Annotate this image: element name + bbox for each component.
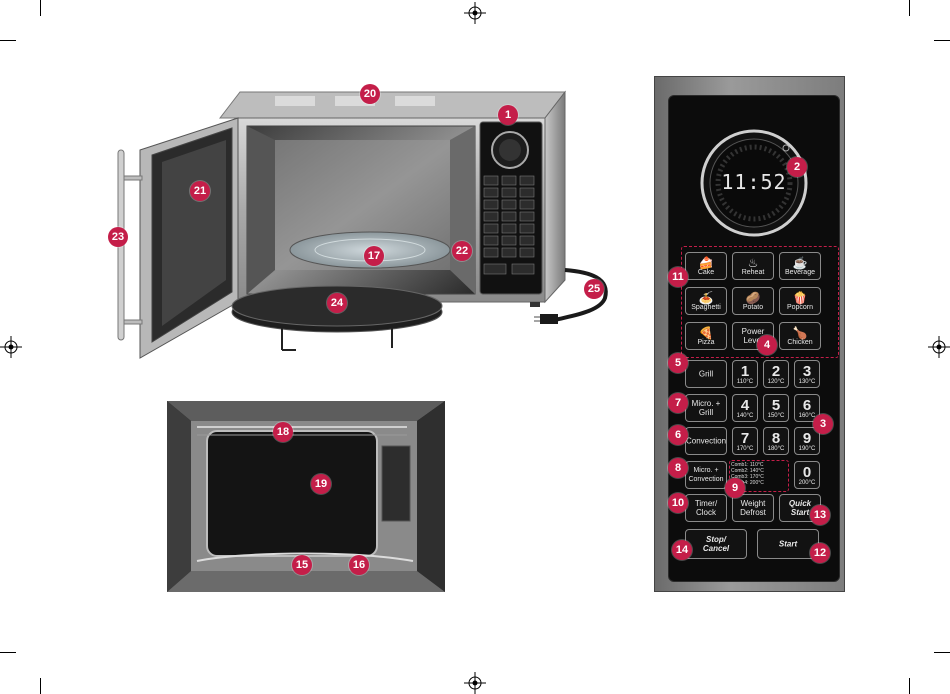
popcorn-icon: 🍿	[792, 291, 808, 305]
micro-grill-button[interactable]: Micro. + Grill	[685, 394, 727, 422]
callout-6: 6	[668, 425, 688, 445]
crop-mark	[0, 652, 16, 653]
start-button[interactable]: Start	[757, 529, 819, 559]
stop-cancel-button[interactable]: Stop/ Cancel	[685, 529, 747, 559]
weight-defrost-button[interactable]: Weight Defrost	[732, 494, 774, 522]
crop-mark	[909, 678, 910, 694]
crop-mark	[40, 0, 41, 16]
callout-1: 1	[498, 105, 518, 125]
number-0-button[interactable]: 0 200°C	[794, 461, 820, 489]
crop-mark	[40, 678, 41, 694]
clock-display: 11:52	[721, 170, 787, 194]
callout-9: 9	[725, 478, 745, 498]
number-3-button[interactable]: 3 130°C	[794, 360, 820, 388]
registration-mark-icon	[464, 2, 486, 24]
callout-14: 14	[672, 540, 692, 560]
callout-10: 10	[668, 493, 688, 513]
control-panel-face: 11:52 🍰 Cake ♨ Reheat ☕ Beverage 🍝 Spagh…	[668, 95, 840, 582]
number-5-button[interactable]: 5 150°C	[763, 394, 789, 422]
registration-mark-icon	[928, 336, 950, 358]
registration-mark-icon	[0, 336, 22, 358]
beverage-button[interactable]: ☕ Beverage	[779, 252, 821, 280]
callout-17: 17	[364, 246, 384, 266]
crop-mark	[934, 40, 950, 41]
grill-button[interactable]: Grill	[685, 360, 727, 388]
number-8-button[interactable]: 8 180°C	[763, 427, 789, 455]
callout-18: 18	[273, 422, 293, 442]
callout-21: 21	[190, 181, 210, 201]
crop-mark	[934, 652, 950, 653]
potato-icon: 🥔	[745, 291, 761, 305]
display-ring	[700, 129, 808, 237]
crop-mark	[0, 40, 16, 41]
convection-button[interactable]: Convection	[685, 427, 727, 455]
spaghetti-button[interactable]: 🍝 Spaghetti	[685, 287, 727, 315]
popcorn-button[interactable]: 🍿 Popcorn	[779, 287, 821, 315]
cake-button[interactable]: 🍰 Cake	[685, 252, 727, 280]
callout-24: 24	[327, 293, 347, 313]
callout-12: 12	[810, 543, 830, 563]
callout-23: 23	[108, 227, 128, 247]
callout-13: 13	[810, 505, 830, 525]
number-1-button[interactable]: 1 110°C	[732, 360, 758, 388]
number-2-button[interactable]: 2 120°C	[763, 360, 789, 388]
reheat-button[interactable]: ♨ Reheat	[732, 252, 774, 280]
pizza-button[interactable]: 🍕 Pizza	[685, 322, 727, 350]
microwave-illustration	[117, 90, 608, 359]
callout-5: 5	[668, 353, 688, 373]
crop-mark	[909, 0, 910, 16]
callout-22: 22	[452, 241, 472, 261]
number-4-button[interactable]: 4 140°C	[732, 394, 758, 422]
timer-clock-button[interactable]: Timer/ Clock	[685, 494, 727, 522]
callout-3: 3	[813, 414, 833, 434]
pizza-icon: 🍕	[698, 326, 714, 340]
chicken-button[interactable]: 🍗 Chicken	[779, 322, 821, 350]
callout-19: 19	[311, 474, 331, 494]
callout-20: 20	[360, 84, 380, 104]
reheat-icon: ♨	[747, 256, 759, 270]
callout-7: 7	[668, 393, 688, 413]
number-7-button[interactable]: 7 170°C	[732, 427, 758, 455]
callout-25: 25	[584, 279, 604, 299]
cavity-detail-illustration	[167, 401, 445, 592]
callout-15: 15	[292, 555, 312, 575]
auto-menu-group	[681, 246, 839, 358]
combo-group	[729, 460, 789, 492]
callout-11: 11	[668, 267, 688, 287]
registration-mark-icon	[464, 672, 486, 694]
spaghetti-icon: 🍝	[698, 291, 714, 305]
potato-button[interactable]: 🥔 Potato	[732, 287, 774, 315]
chicken-icon: 🍗	[792, 326, 808, 340]
micro-convection-button[interactable]: Micro. + Convection	[685, 461, 727, 489]
callout-4: 4	[757, 335, 777, 355]
cake-icon: 🍰	[698, 256, 714, 270]
combo-legend: Comb1: 110°C Comb2: 140°C Comb3: 170°C C…	[731, 462, 764, 486]
callout-16: 16	[349, 555, 369, 575]
beverage-icon: ☕	[792, 256, 808, 270]
callout-8: 8	[668, 458, 688, 478]
callout-2: 2	[787, 157, 807, 177]
